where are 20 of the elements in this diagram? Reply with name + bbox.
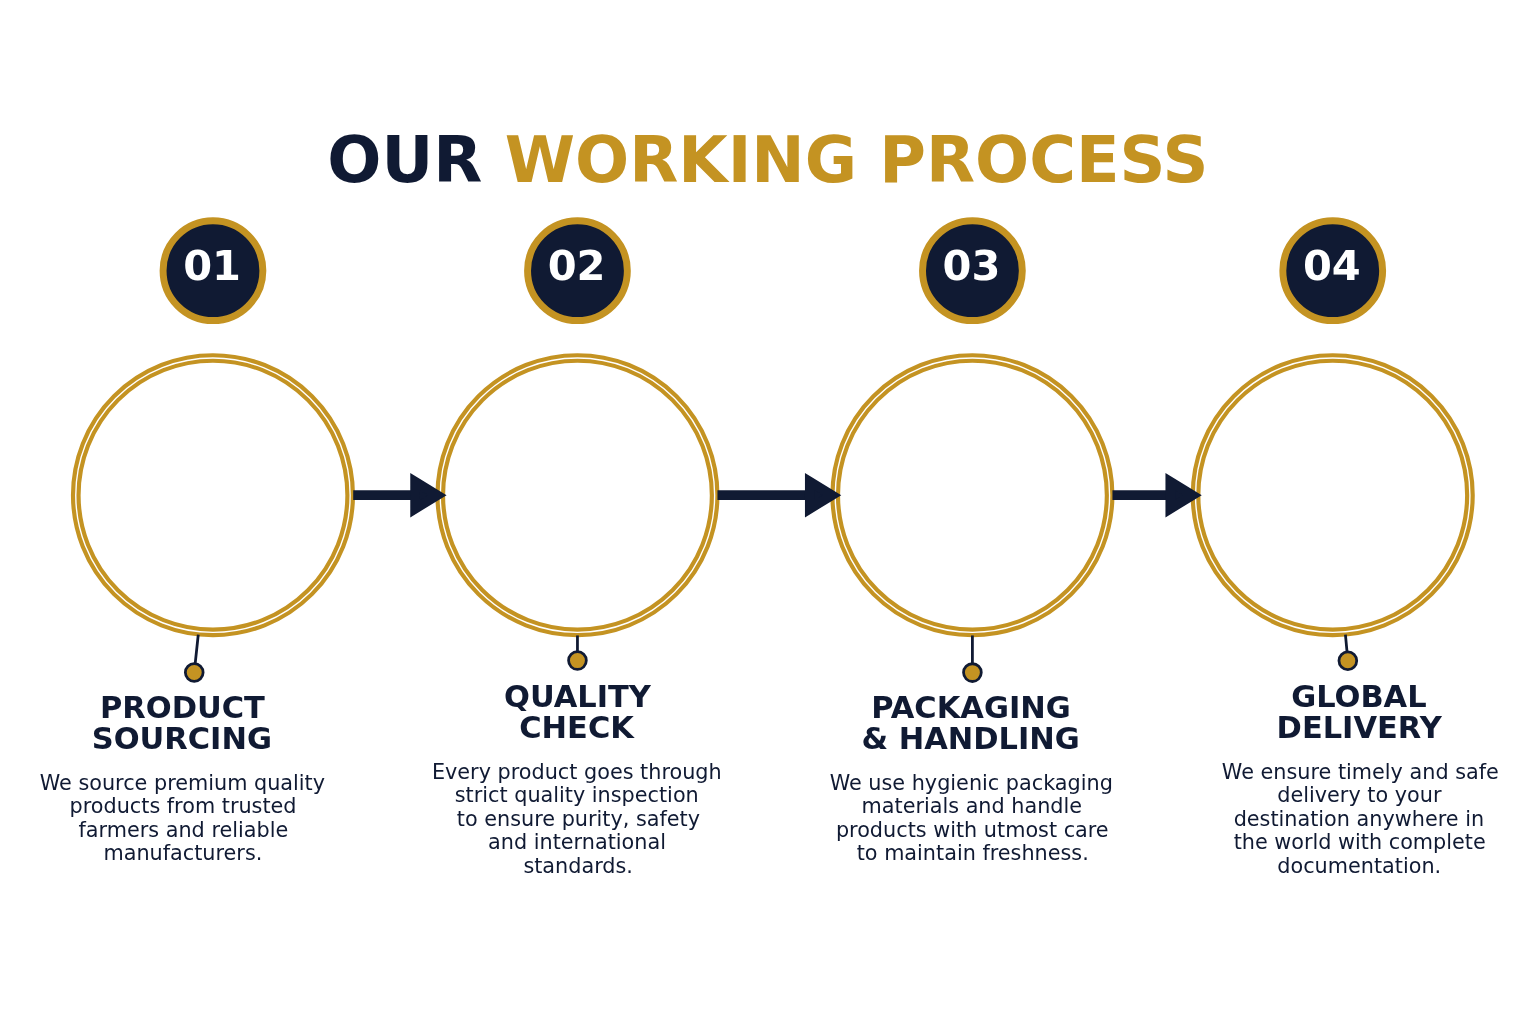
node-text: GLOBAL DELIVERY We ensure timely and safe delivery to your destination anywhere in the world with complete documentation. xyxy=(1221,678,1499,878)
node-text: PACKAGING & HANDLING We use hygienic packaging materials and handle products with utmost care to maintain freshness. xyxy=(829,689,1113,865)
arrow xyxy=(353,472,447,517)
node-circle: 04 xyxy=(1279,216,1387,324)
node-circle xyxy=(70,352,355,637)
node-circle: 01 xyxy=(159,216,267,324)
node-text: PRODUCT SOURCING We source premium quality products from trusted farmers and reliable manufacturers. xyxy=(39,689,326,865)
arrow xyxy=(1112,472,1202,517)
connector xyxy=(183,633,205,683)
node-text: QUALITY CHECK Every product goes through strict quality inspection to ensure purity, safety and international standards. xyxy=(431,678,722,878)
connector xyxy=(1337,634,1359,671)
node-circle xyxy=(435,352,720,637)
node-circle: 02 xyxy=(524,216,631,324)
arrow xyxy=(717,472,842,517)
node-circle xyxy=(830,352,1115,637)
node-circle: 03 xyxy=(919,216,1026,324)
connector xyxy=(962,634,983,683)
node-circle xyxy=(1190,352,1475,637)
diagram-title: OUR WORKING PROCESS xyxy=(327,122,1209,197)
connector xyxy=(567,634,588,671)
